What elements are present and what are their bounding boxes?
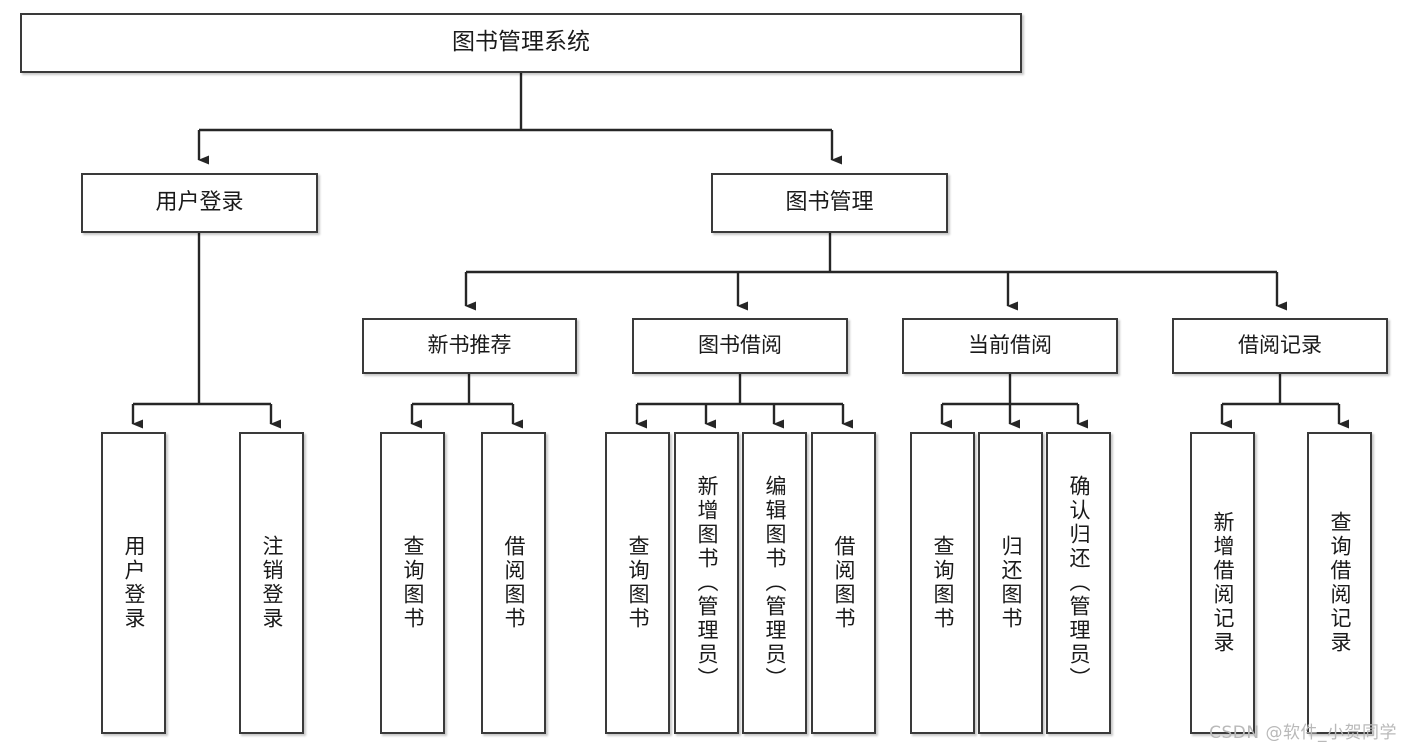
node-user-login-label: 用户登录 [155, 189, 244, 215]
leaf-book-borrow-query-label: 查询图书 [626, 535, 650, 631]
leaf-user-login-login[interactable]: 用户登录 [101, 432, 166, 734]
node-book-borrow-label: 图书借阅 [698, 333, 782, 358]
node-root[interactable]: 图书管理系统 [20, 13, 1022, 73]
leaf-new-book-query-label: 查询图书 [401, 535, 425, 631]
leaf-current-borrow-return-label: 归还图书 [999, 535, 1023, 631]
leaf-book-borrow-add[interactable]: 新增图书（管理员） [674, 432, 739, 734]
node-user-login[interactable]: 用户登录 [81, 173, 318, 233]
leaf-current-borrow-confirm[interactable]: 确认归还（管理员） [1046, 432, 1111, 734]
leaf-current-borrow-query-label: 查询图书 [931, 535, 955, 631]
node-current-borrow[interactable]: 当前借阅 [902, 318, 1118, 374]
leaf-new-book-borrow[interactable]: 借阅图书 [481, 432, 546, 734]
node-root-label: 图书管理系统 [452, 29, 590, 56]
node-new-book-recommend[interactable]: 新书推荐 [362, 318, 577, 374]
node-book-borrow[interactable]: 图书借阅 [632, 318, 848, 374]
leaf-user-login-logout-label: 注销登录 [260, 535, 284, 631]
leaf-borrow-record-query[interactable]: 查询借阅记录 [1307, 432, 1372, 734]
leaf-borrow-record-add[interactable]: 新增借阅记录 [1190, 432, 1255, 734]
leaf-book-borrow-borrow-label: 借阅图书 [832, 535, 856, 631]
leaf-book-borrow-borrow[interactable]: 借阅图书 [811, 432, 876, 734]
leaf-current-borrow-return[interactable]: 归还图书 [978, 432, 1043, 734]
watermark-text: CSDN @软件_小贺同学 [1209, 723, 1397, 743]
leaf-book-borrow-query[interactable]: 查询图书 [605, 432, 670, 734]
leaf-new-book-borrow-label: 借阅图书 [502, 535, 526, 631]
leaf-current-borrow-confirm-label: 确认归还（管理员） [1067, 475, 1091, 691]
node-new-book-recommend-label: 新书推荐 [427, 333, 512, 358]
node-book-manage-label: 图书管理 [785, 189, 874, 215]
node-borrow-record-label: 借阅记录 [1238, 333, 1322, 358]
leaf-book-borrow-add-label: 新增图书（管理员） [695, 475, 719, 691]
leaf-book-borrow-edit-label: 编辑图书（管理员） [763, 475, 787, 691]
leaf-user-login-login-label: 用户登录 [122, 535, 146, 631]
node-book-manage[interactable]: 图书管理 [711, 173, 948, 233]
node-borrow-record[interactable]: 借阅记录 [1172, 318, 1388, 374]
leaf-borrow-record-query-label: 查询借阅记录 [1328, 511, 1352, 655]
leaf-new-book-query[interactable]: 查询图书 [380, 432, 445, 734]
node-current-borrow-label: 当前借阅 [968, 333, 1052, 358]
leaf-user-login-logout[interactable]: 注销登录 [239, 432, 304, 734]
leaf-book-borrow-edit[interactable]: 编辑图书（管理员） [742, 432, 807, 734]
leaf-borrow-record-add-label: 新增借阅记录 [1211, 511, 1235, 655]
leaf-current-borrow-query[interactable]: 查询图书 [910, 432, 975, 734]
